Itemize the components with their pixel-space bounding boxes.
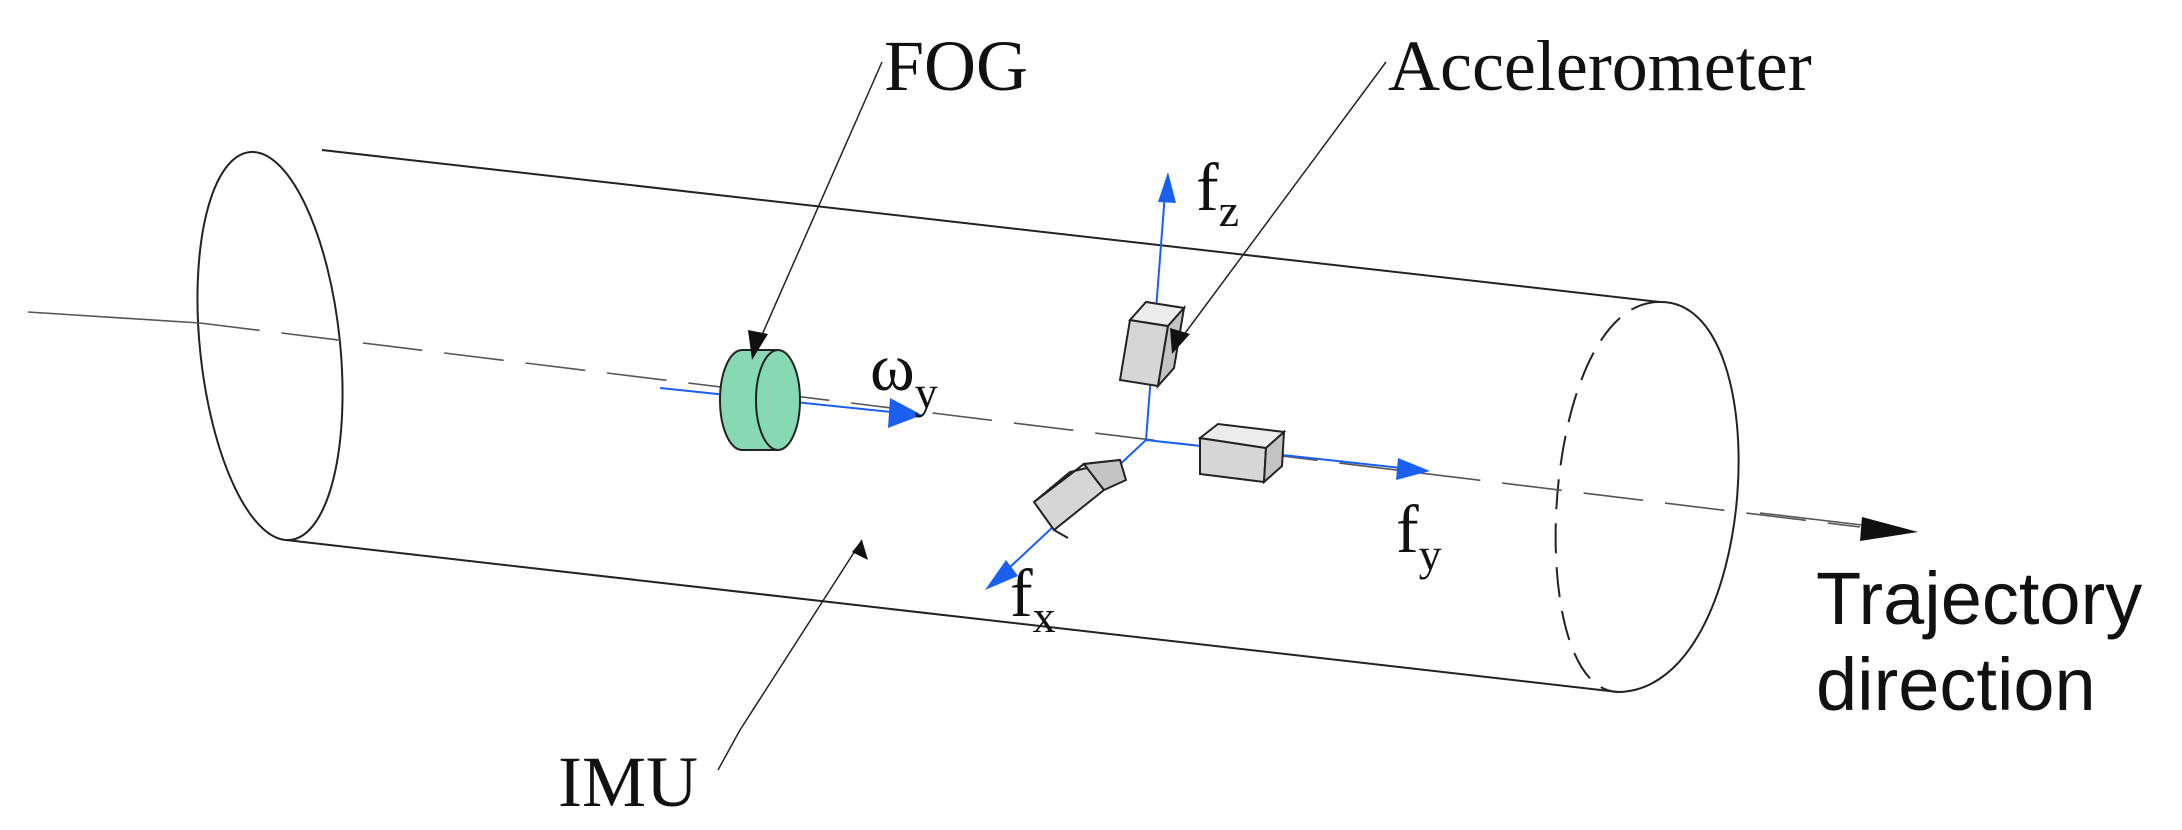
imu-leader-head <box>852 540 868 560</box>
fog-label: FOG <box>884 26 1028 106</box>
leader-lines <box>717 61 1387 771</box>
accelerometer-icon-x <box>1032 458 1128 539</box>
fx-label: fx <box>1010 555 1056 642</box>
omega-y-arrow-head <box>888 398 922 428</box>
accelerometer-label: Accelerometer <box>1388 26 1812 106</box>
imu-label: IMU <box>558 742 698 822</box>
omega-y-label: ωy <box>870 329 938 418</box>
cylinder-left-end <box>196 150 344 542</box>
imu-cylinder <box>196 149 1740 693</box>
fx-arrow-head <box>985 560 1018 590</box>
fz-label: fz <box>1196 149 1239 236</box>
fog-leader-head <box>748 330 768 360</box>
cylinder-right-end-hidden <box>1554 300 1661 693</box>
trajectory-axis <box>27 311 1918 541</box>
accelerometer-icon-z <box>1118 300 1186 390</box>
fz-arrow-head <box>1158 172 1176 203</box>
accelerometer-leader-head <box>1170 328 1190 354</box>
fog-icon <box>719 349 801 451</box>
trajectory-label-line1: Trajectory <box>1816 557 2142 640</box>
accelerometer-leader <box>1179 61 1387 341</box>
fog-leader <box>757 61 883 345</box>
imu-leader <box>717 539 863 771</box>
fy-arrow-head <box>1396 458 1430 480</box>
fy-label: fy <box>1396 491 1442 580</box>
cylinder-top-edge <box>321 149 1661 303</box>
accelerometer-icon-y <box>1197 422 1287 485</box>
cylinder-right-end-visible <box>1617 300 1740 693</box>
trajectory-label-line2: direction <box>1816 643 2096 726</box>
cylinder-bottom-edge <box>285 539 1619 693</box>
trajectory-arrow-head <box>1860 517 1918 541</box>
